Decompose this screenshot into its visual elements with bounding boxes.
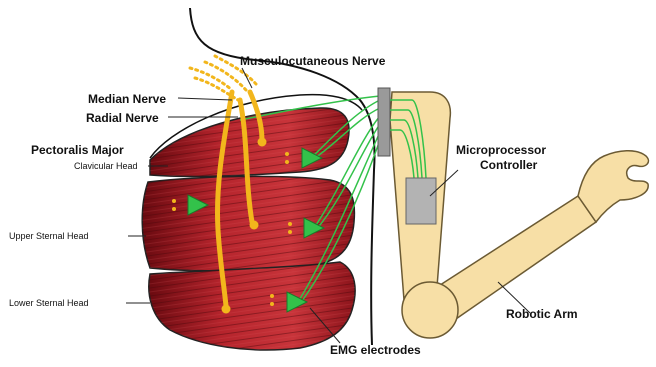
robotic-elbow-joint [402,282,458,338]
label-controller: Controller [480,158,537,172]
electrode-connector [378,88,390,156]
label-pectoralis-major: Pectoralis Major [31,143,124,157]
label-emg-electrodes: EMG electrodes [330,343,421,357]
label-median-nerve: Median Nerve [88,92,166,106]
nerve-end-2 [250,221,259,230]
label-upper-sternal-head: Upper Sternal Head [9,231,89,241]
microprocessor-chip [406,178,436,224]
robotic-hand [578,151,648,222]
label-robotic-arm: Robotic Arm [506,307,578,321]
label-clavicular-head: Clavicular Head [74,161,138,171]
label-lower-sternal-head: Lower Sternal Head [9,298,89,308]
label-musculocutaneous-nerve: Musculocutaneous Nerve [240,54,385,68]
nerve-end-3 [222,305,231,314]
nerve-end-1 [258,138,267,147]
robotic-arm [378,88,648,338]
label-radial-nerve: Radial Nerve [86,111,159,125]
label-microprocessor: Microprocessor [456,143,546,157]
